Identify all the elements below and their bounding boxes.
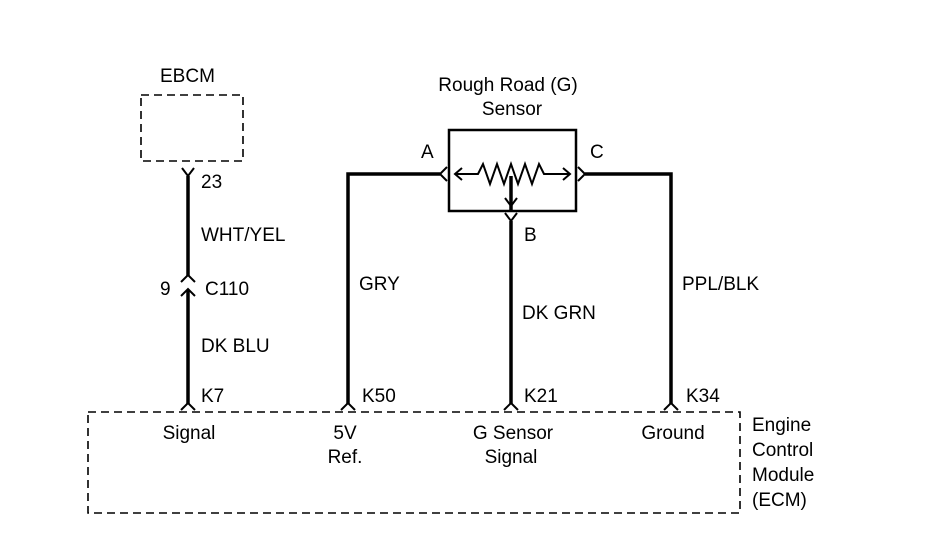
sensor-pin-c-mark (577, 166, 587, 182)
sensor-pin-b-label: B (524, 225, 537, 246)
sensor-pin-b-mark (504, 212, 518, 223)
ebcm-pin-mark (181, 167, 195, 178)
ecm-k50-name-line1: 5V (333, 423, 357, 444)
sensor-right-arrow (562, 167, 572, 181)
sensor-resistor (455, 160, 570, 188)
ecm-k50-pin-label: K50 (362, 386, 396, 407)
ecm-label-line4: (ECM) (752, 490, 807, 511)
ecm-k34-mark (663, 401, 679, 411)
wire-dk-grn-label: DK GRN (522, 303, 596, 324)
c110-upper-mark (180, 273, 196, 283)
ecm-k50-mark (340, 401, 356, 411)
wire-ppl-blk-label: PPL/BLK (682, 274, 760, 295)
wire-gry-label: GRY (359, 274, 400, 295)
sensor-pin-a-mark (438, 166, 448, 182)
c110-lower-mark (180, 287, 196, 297)
ecm-k50-name-line2: Ref. (327, 447, 363, 468)
ecm-k21-pin-label: K21 (524, 386, 558, 407)
sensor-box (447, 128, 578, 213)
c110-pin-label: 9 (160, 279, 171, 300)
sensor-title-line1: Rough Road (G) (438, 75, 578, 96)
wire-dk-blu-label: DK BLU (201, 336, 270, 357)
sensor-title-line2: Sensor (481, 99, 543, 120)
ebcm-pin-label: 23 (201, 172, 223, 193)
ecm-k7-name-line1: Signal (162, 423, 216, 444)
ecm-box (87, 411, 741, 514)
wire-ppl-blk (585, 172, 673, 404)
ecm-k21-name-line2: Signal (484, 447, 538, 468)
ecm-k21-mark (503, 401, 519, 411)
sensor-wiper-arrow (504, 197, 518, 208)
ebcm-box (140, 94, 244, 162)
wire-wht-yel-label: WHT/YEL (201, 225, 286, 246)
ecm-label-line3: Module (752, 465, 815, 486)
ecm-label-line1: Engine (752, 415, 812, 436)
c110-name-label: C110 (205, 279, 250, 300)
sensor-pin-c-label: C (590, 142, 604, 163)
ecm-k7-mark (180, 401, 196, 411)
sensor-pin-a-label: A (421, 142, 434, 163)
ecm-label-line2: Control (752, 440, 814, 461)
ecm-k21-name-line1: G Sensor (472, 423, 554, 444)
ecm-k34-pin-label: K34 (686, 386, 720, 407)
ebcm-label: EBCM (160, 66, 215, 87)
ecm-k34-name-line1: Ground (641, 423, 705, 444)
wire-gry (346, 172, 440, 404)
ecm-k7-pin-label: K7 (201, 386, 225, 407)
